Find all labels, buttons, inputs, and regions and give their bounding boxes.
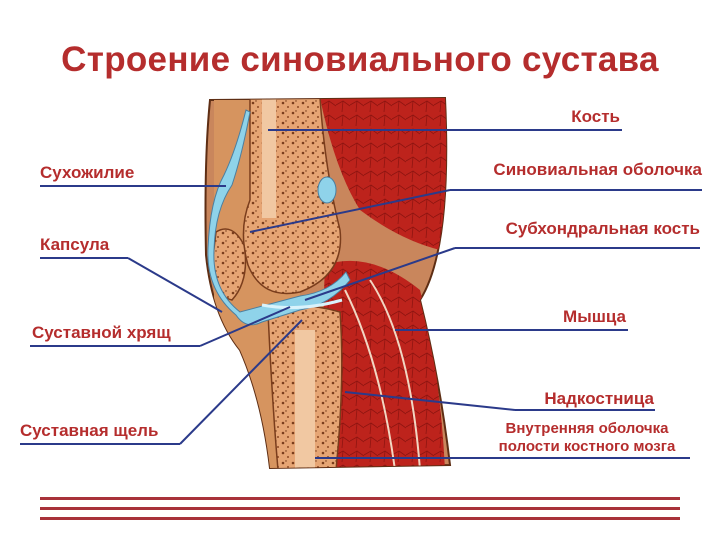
synovial-layer [207,109,351,326]
label-joint-space: Суставная щель [20,421,159,440]
label-marrow-lining-line2: полости костного мозга [498,438,676,455]
page-title: Строение синовиального сустава [61,40,659,79]
leader-periosteum [344,391,516,411]
label-marrow-lining-line1: Внутренняя оболочка [505,420,669,437]
label-bone: Кость [571,107,620,126]
leader-subchondral [304,247,456,301]
divider-line [40,507,680,510]
label-tendon: Сухожилие [40,163,135,182]
label-synovial-membrane: Синовиальная оболочка [493,160,702,179]
label-cartilage: Суставной хрящ [32,323,171,342]
label-periosteum: Надкостница [544,389,654,408]
upper-muscle [320,98,449,250]
label-marrow-lining: Внутренняя оболочка полости костного моз… [462,420,712,456]
leader-synovial [249,189,451,233]
label-capsule: Капсула [40,235,110,254]
label-muscle: Мышца [563,307,626,326]
divider-line [40,517,680,520]
leader-lines [20,129,702,459]
label-subchondral-bone: Субхондральная кость [505,219,700,238]
divider-line [40,497,680,500]
